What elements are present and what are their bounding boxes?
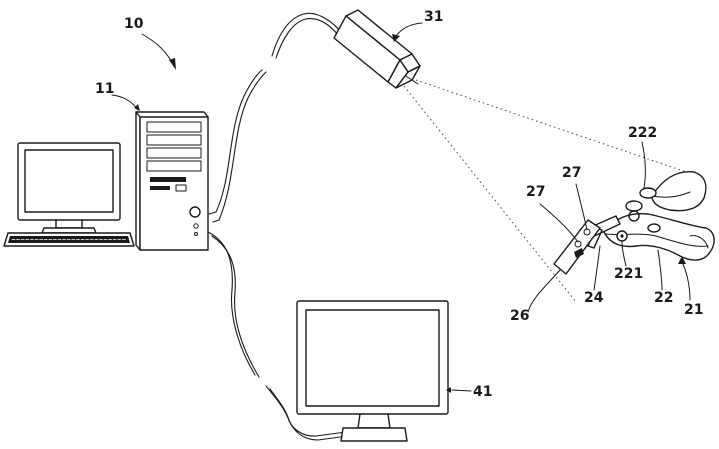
plate-reference-label: 26	[510, 308, 529, 324]
frame-reference-label: 22	[654, 290, 673, 306]
frame-joint-reference-label: 221	[614, 266, 643, 282]
computer-tower	[135, 111, 209, 251]
marker-reference-label-left: 27	[526, 184, 545, 200]
headset-callouts: 222 27 27 26 24 221 22 21	[510, 125, 703, 324]
system-reference-label: 10	[124, 16, 144, 32]
display-reference-label: 41	[473, 384, 492, 400]
camera-cable-upper	[271, 12, 342, 57]
cables	[207, 12, 349, 441]
computer: 11	[3, 81, 209, 251]
arm-reference-label: 24	[584, 290, 604, 306]
headset-reference-label: 21	[684, 302, 703, 318]
marker-reference-label-right: 27	[562, 165, 581, 181]
computer-keyboard	[3, 232, 135, 247]
display-cable-upper	[207, 231, 256, 376]
camera-cable-lower	[208, 69, 263, 215]
camera-reference-label: 31	[424, 9, 443, 25]
camera: 31	[333, 9, 443, 89]
computer-reference-label: 11	[95, 81, 114, 97]
computer-monitor	[17, 142, 121, 234]
computer-leader-line	[111, 94, 139, 111]
display: 41	[296, 300, 492, 442]
headset	[553, 171, 715, 275]
system-callout: 10	[124, 16, 176, 70]
frame-knob-reference-label: 222	[628, 125, 657, 141]
